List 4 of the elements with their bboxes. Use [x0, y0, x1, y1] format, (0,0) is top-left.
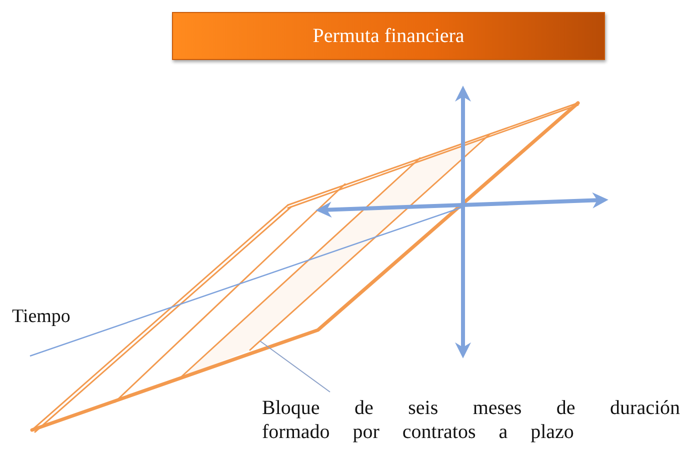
title-banner: Permuta financiera	[172, 12, 605, 60]
callout-text: Bloque de seis meses de duración formado por contratos a plazo	[262, 396, 680, 444]
axis-label: Tiempo	[12, 306, 70, 328]
leader-line	[260, 340, 330, 392]
